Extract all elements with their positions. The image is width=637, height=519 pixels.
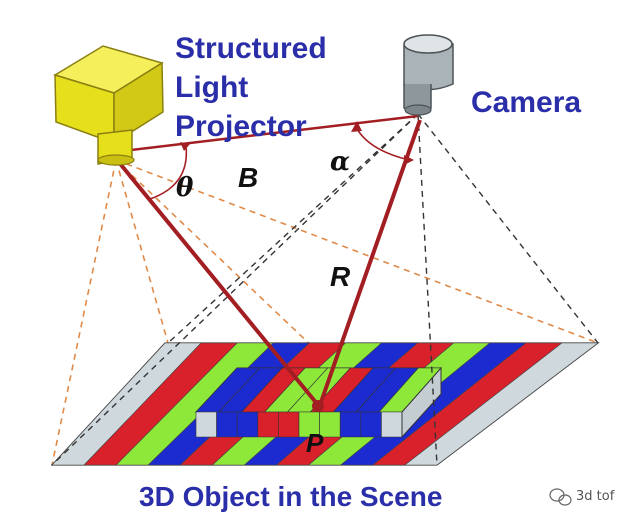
- projector-ray: [115, 158, 320, 407]
- point-label: P: [306, 428, 324, 458]
- camera-field-line: [167, 113, 419, 344]
- alpha-arrow-top: [351, 121, 362, 132]
- object-front-stripe: [257, 411, 279, 438]
- camera-top: [403, 34, 453, 54]
- angle-arcs: [149, 121, 414, 200]
- theta-label: θ: [176, 173, 194, 203]
- theta-arc: [149, 145, 188, 200]
- projector-field-line: [51, 159, 117, 466]
- projector-field-line: [115, 159, 599, 344]
- wechat-icon: [549, 488, 572, 506]
- stripe: [404, 342, 599, 466]
- camera-icon: [403, 34, 454, 116]
- baseline-label: B: [238, 162, 258, 193]
- object-front-stripe: [278, 411, 300, 438]
- camera-ray-r: [318, 119, 422, 406]
- alpha-label: α: [330, 147, 350, 177]
- camera-field-line: [417, 113, 599, 344]
- object-front-stripe: [360, 411, 382, 438]
- object-front-stripe: [381, 411, 403, 438]
- alpha-arrow-bottom: [404, 155, 414, 165]
- camera-lens-end: [404, 104, 432, 116]
- theta-arrow: [180, 142, 190, 151]
- watermark: 3d tof: [549, 488, 615, 506]
- alpha-arc: [355, 126, 410, 161]
- triangulation-rays: [113, 114, 422, 412]
- caption: 3D Object in the Scene: [139, 481, 442, 512]
- point-p-marker: [312, 400, 324, 412]
- 3d-object: [194, 366, 443, 439]
- object-side-face: [401, 366, 442, 439]
- baseline-ray: [113, 114, 419, 154]
- projector-lens: [97, 154, 135, 166]
- projector-title-line3: Projector: [175, 110, 307, 143]
- camera-field-lines: [51, 113, 599, 466]
- camera-label: Camera: [471, 86, 581, 119]
- object-front-stripe: [216, 411, 238, 438]
- projector-side-face: [113, 61, 164, 145]
- watermark-text: 3d tof: [576, 489, 615, 504]
- projector-icon: [53, 45, 164, 166]
- projector-title-line1: Structured: [175, 32, 327, 65]
- projector-title-line2: Light: [175, 71, 248, 104]
- object-front-stripe: [236, 411, 259, 438]
- projector-field-line: [115, 159, 169, 344]
- camera-field-line: [417, 113, 438, 466]
- range-label: R: [330, 261, 351, 292]
- camera-field-line: [51, 113, 419, 466]
- object-front-stripe: [339, 411, 362, 438]
- object-front-stripe: [195, 411, 217, 438]
